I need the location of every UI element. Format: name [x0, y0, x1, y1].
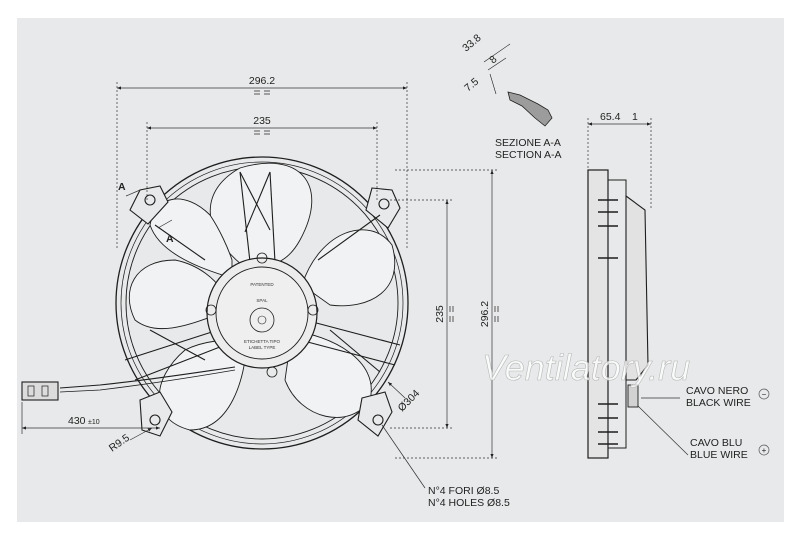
mount-hole-bottom-left	[149, 414, 161, 426]
fan-front-view	[21, 156, 409, 450]
dim-cable-tolerance: ±10	[88, 419, 100, 426]
minus-icon	[758, 388, 770, 400]
mount-hole-top-right	[378, 198, 390, 210]
side-dimension-lines	[587, 118, 689, 456]
dim-section-33: 33.8	[460, 32, 483, 54]
plus-icon	[758, 444, 770, 456]
dim-corner-radius: R9.5	[107, 432, 132, 455]
section-label-it: SEZIONE A-A	[495, 137, 561, 149]
hub-label-it-text: ETICHETTA TIPO	[244, 339, 281, 344]
side-frame	[587, 169, 609, 459]
dim-section-7: 7.5	[462, 76, 481, 95]
section-label-en: SECTION A-A	[495, 149, 562, 161]
motor-hub-inner	[215, 266, 309, 360]
holes-label-it: N°4 FORI Ø8.5	[428, 485, 499, 497]
fan-side-view	[587, 169, 649, 459]
dim-outer-height: 296.2	[479, 301, 491, 327]
holes-label-en: N°4 HOLES Ø8.5	[428, 497, 510, 509]
polarity-symbols: − +	[758, 388, 770, 456]
mounting-ears	[129, 185, 401, 437]
technical-drawing: PATENTED SPAL ETICHETTA TIPO LABEL TYPE	[21, 32, 770, 509]
dim-diameter: Ø304	[396, 387, 423, 414]
dim-outer-width: 296.2	[249, 75, 275, 87]
dim-inner-height: 235	[434, 305, 446, 323]
hub-label: PATENTED SPAL ETICHETTA TIPO LABEL TYPE	[244, 282, 281, 350]
dim-depth-small: 1	[632, 111, 638, 123]
mount-hole-bottom-right	[372, 414, 384, 426]
dim-inner-width: 235	[253, 115, 271, 127]
hub-patented-text: PATENTED	[250, 282, 274, 287]
black-wire-label-en: BLACK WIRE	[686, 397, 751, 409]
watermark: Ventilatory.ru	[482, 347, 690, 388]
blue-wire-label-it: CAVO BLU	[690, 437, 742, 449]
side-motor	[625, 194, 649, 381]
plus-symbol: +	[762, 446, 767, 455]
section-mark-top: A	[118, 181, 126, 193]
minus-symbol: −	[762, 390, 767, 399]
section-mark-bottom: A	[166, 233, 174, 245]
equal-marks	[254, 90, 499, 322]
hub-label-en-text: LABEL TYPE	[249, 345, 276, 350]
dim-depth: 65.4	[600, 111, 621, 123]
hub-brand-text: SPAL	[256, 298, 268, 303]
hub-center-cap	[249, 307, 275, 333]
blue-wire-label-en: BLUE WIRE	[690, 449, 748, 461]
section-a-a-detail	[483, 43, 553, 127]
side-texts: 65.4 1 CAVO NERO BLACK WIRE CAVO BLU BLU…	[600, 111, 751, 461]
shroud-outer-ring	[115, 156, 409, 450]
dimension-lines	[21, 82, 498, 489]
drawing-sheet: PATENTED SPAL ETICHETTA TIPO LABEL TYPE	[17, 18, 784, 522]
wire-connector	[21, 381, 59, 401]
side-wire-terminal	[627, 384, 639, 408]
wire-harness	[59, 366, 236, 389]
holes-callout: N°4 FORI Ø8.5 N°4 HOLES Ø8.5	[428, 485, 510, 509]
support-struts	[124, 171, 401, 381]
black-wire-label-it: CAVO NERO	[686, 385, 748, 397]
mount-hole-top-left	[144, 194, 156, 206]
dim-cable-length: 430	[68, 415, 86, 427]
